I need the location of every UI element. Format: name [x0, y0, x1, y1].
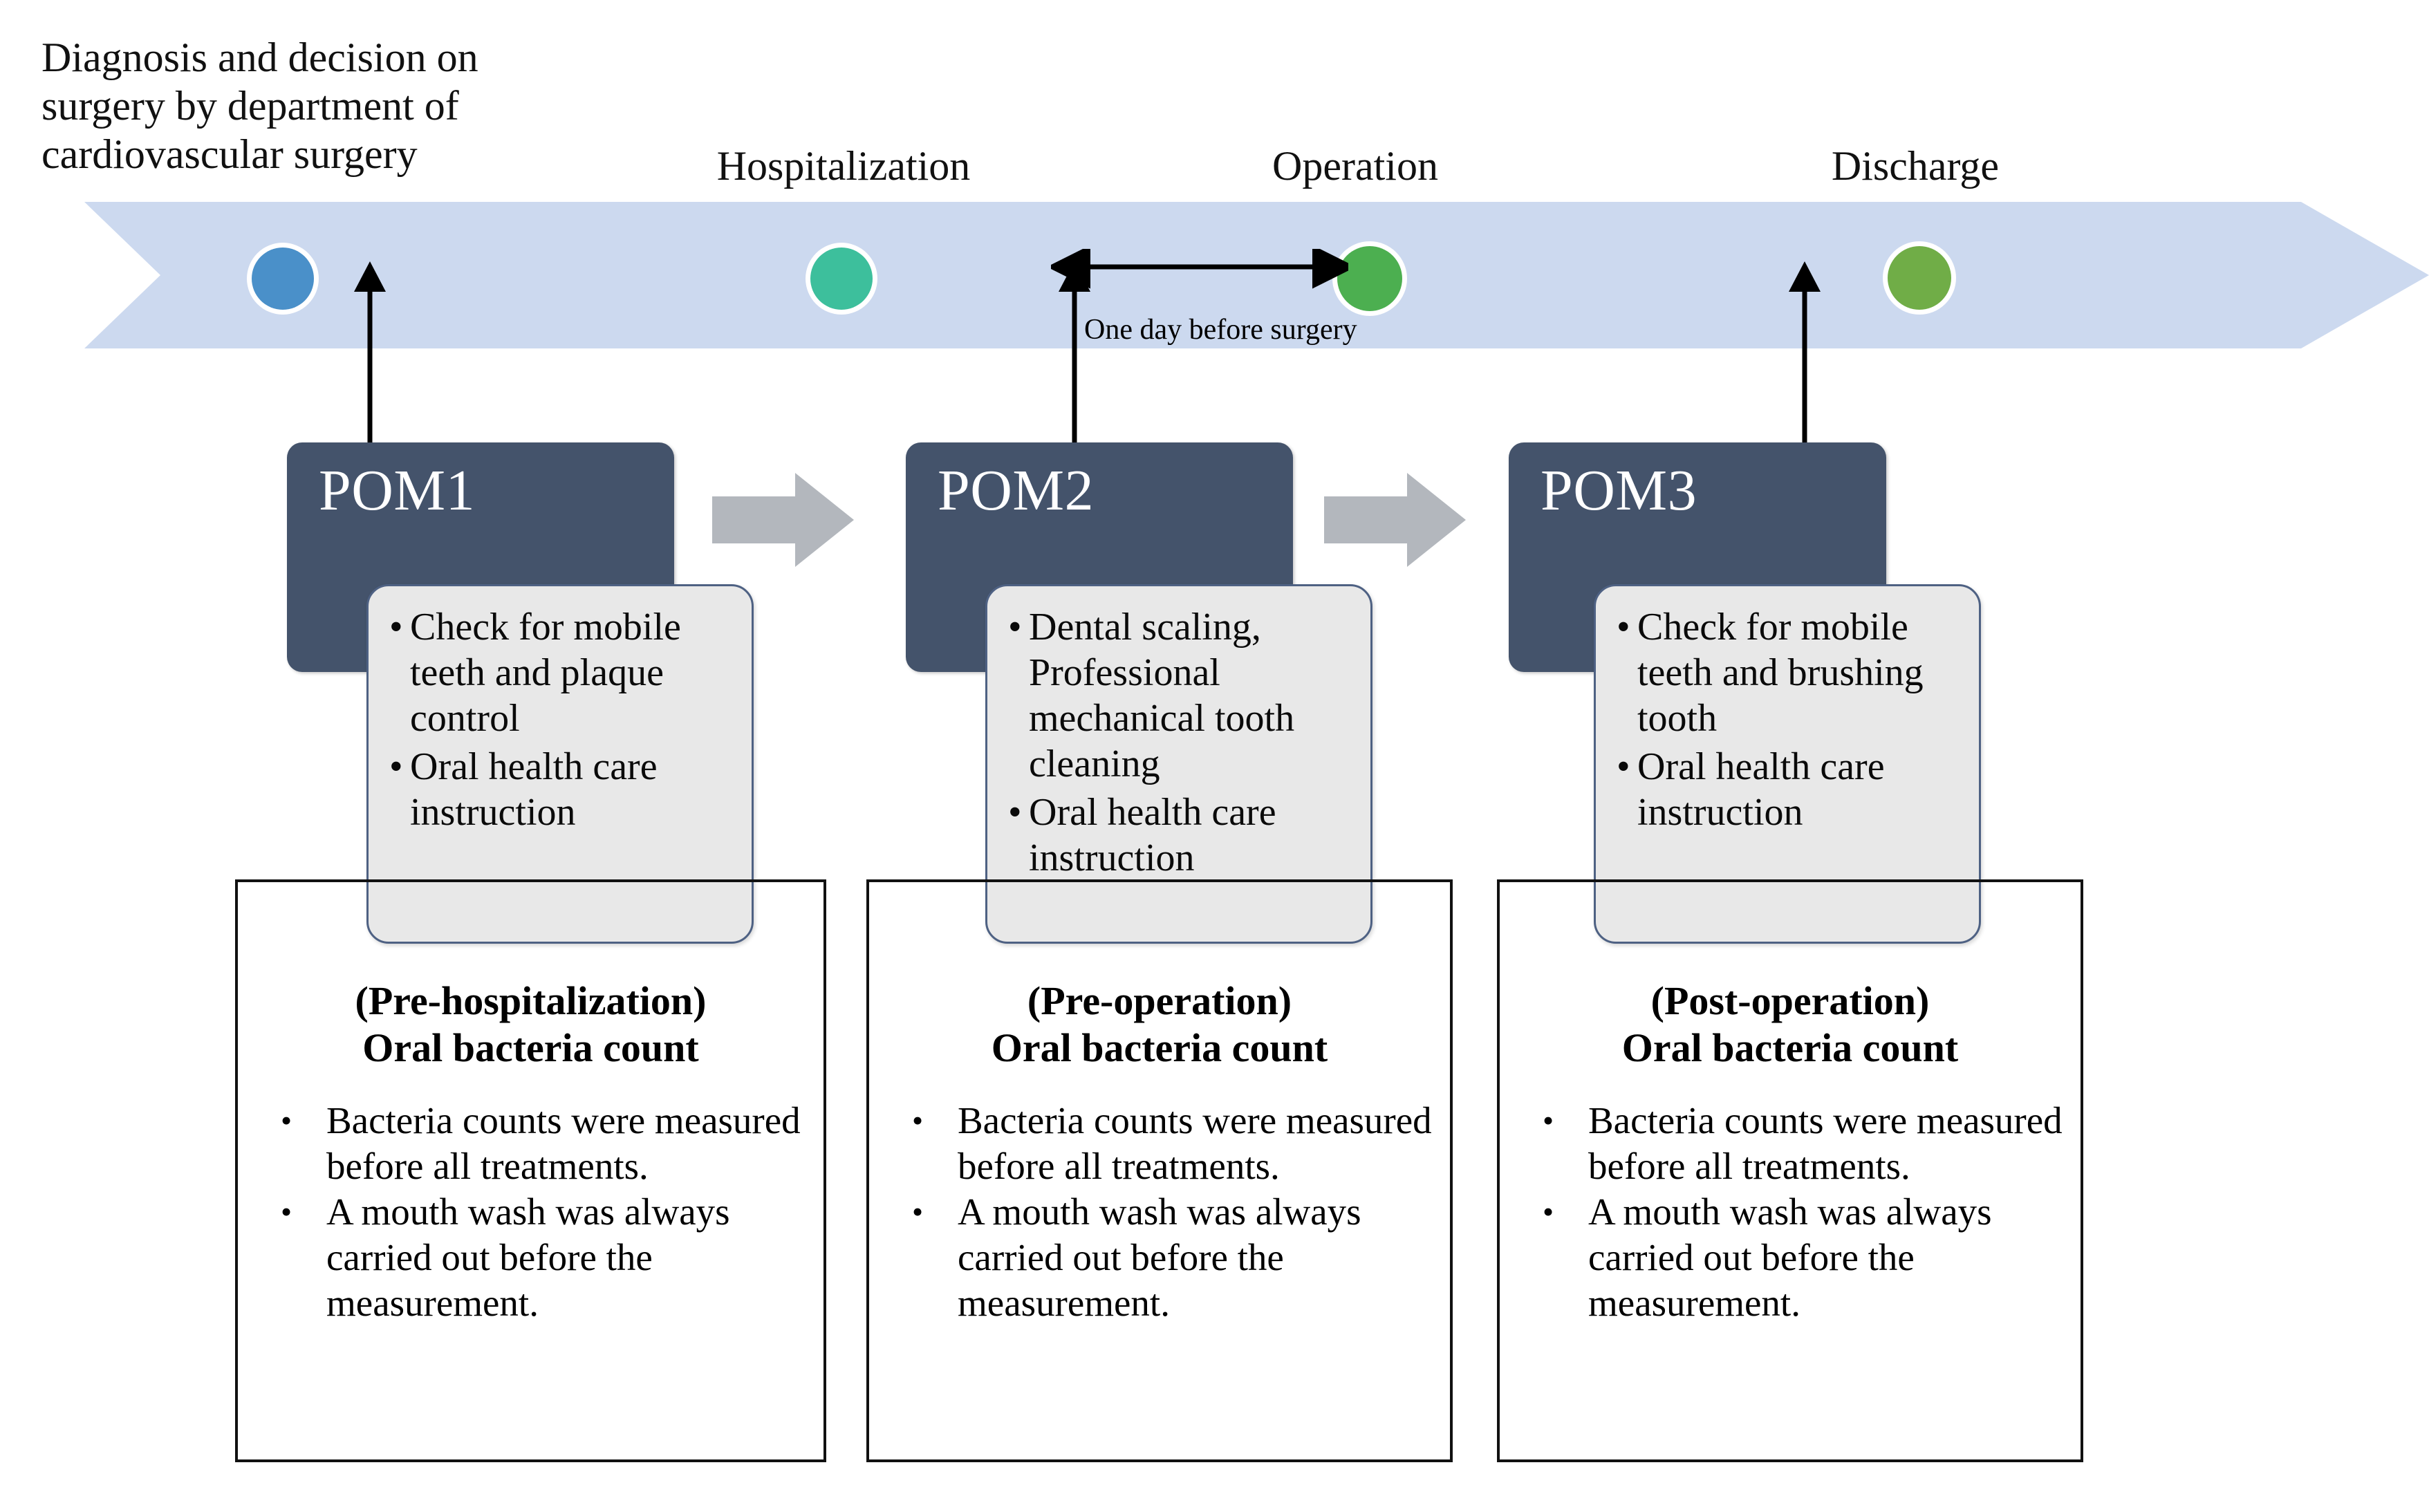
pom1-measurement-box: (Pre-hospitalization) Oral bacteria coun…	[235, 879, 826, 1462]
pom3-callout: Check for mobile teeth and brushing toot…	[1594, 584, 1981, 944]
timeline-label-operation: Operation	[1272, 143, 1438, 189]
one-day-interval-arrow	[1047, 245, 1356, 301]
pom2-measurement-title-line1: (Pre-operation)	[1027, 978, 1292, 1023]
timeline-label-diagnosis-line1: Diagnosis and decision on	[41, 35, 478, 80]
pom2-action-item: Dental scaling, Professional mechanical …	[1008, 604, 1358, 787]
pom2-measurement-note: A mouth wash was always carried out befo…	[905, 1189, 1433, 1326]
pom1-action-item: Oral health care instruction	[389, 744, 739, 835]
pom1-measurement-notes: Bacteria counts were measured before all…	[274, 1098, 807, 1326]
timeline-label-discharge: Discharge	[1831, 143, 2000, 189]
pom1-measurement-title-line1: (Pre-hospitalization)	[355, 978, 707, 1023]
pom3-measurement-note: A mouth wash was always carried out befo…	[1536, 1189, 2064, 1326]
timeline-dot-diagnosis	[252, 248, 314, 310]
pom2-callout: Dental scaling, Professional mechanical …	[985, 584, 1372, 944]
pom3-action-item: Oral health care instruction	[1617, 744, 1966, 835]
timeline-dot-discharge	[1888, 246, 1951, 310]
pom1-measurement-note: Bacteria counts were measured before all…	[274, 1098, 807, 1189]
pom3-action-item: Check for mobile teeth and brushing toot…	[1617, 604, 1966, 741]
pom2-title: POM2	[938, 458, 1095, 523]
pom3-action-list: Check for mobile teeth and brushing toot…	[1596, 586, 1979, 835]
pom2-action-item: Oral health care instruction	[1008, 790, 1358, 881]
connector-arrow-pom2	[1054, 256, 1095, 453]
timeline-label-hospitalization: Hospitalization	[716, 143, 971, 189]
pom3-measurement-notes: Bacteria counts were measured before all…	[1536, 1098, 2064, 1326]
pom1-action-list: Check for mobile teeth and plaque contro…	[369, 586, 752, 835]
timeline-label-diagnosis-line2: surgery by department of	[41, 83, 459, 129]
timeline-label-diagnosis: Diagnosis and decision on surgery by dep…	[41, 33, 567, 178]
pom1-callout: Check for mobile teeth and plaque contro…	[366, 584, 754, 944]
pom1-action-item: Check for mobile teeth and plaque contro…	[389, 604, 739, 741]
pom3-measurement-title-line2: Oral bacteria count	[1621, 1025, 1959, 1070]
pom3-measurement-box: (Post-operation) Oral bacteria count Bac…	[1497, 879, 2083, 1462]
timeline-label-diagnosis-line3: cardiovascular surgery	[41, 131, 418, 177]
timeline-dot-hospitalization	[810, 248, 873, 310]
pom2-action-list: Dental scaling, Professional mechanical …	[987, 586, 1370, 881]
pom1-title: POM1	[319, 458, 476, 523]
one-day-before-surgery-label: One day before surgery	[1084, 314, 1357, 346]
transition-arrow-pom2-pom3	[1324, 470, 1466, 574]
pom2-measurement-title-line2: Oral bacteria count	[991, 1025, 1328, 1070]
transition-arrow-pom1-pom2	[712, 470, 854, 574]
connector-arrow-pom1	[349, 256, 391, 453]
pom3-measurement-title-line1: (Post-operation)	[1650, 978, 1930, 1023]
pom1-measurement-note: A mouth wash was always carried out befo…	[274, 1189, 807, 1326]
pom3-measurement-note: Bacteria counts were measured before all…	[1536, 1098, 2064, 1189]
pom3-title: POM3	[1541, 458, 1697, 523]
connector-arrow-pom3	[1784, 256, 1825, 453]
pom2-measurement-box: (Pre-operation) Oral bacteria count Bact…	[866, 879, 1453, 1462]
pom2-measurement-notes: Bacteria counts were measured before all…	[905, 1098, 1433, 1326]
pom1-measurement-title-line2: Oral bacteria count	[362, 1025, 699, 1070]
pom2-measurement-note: Bacteria counts were measured before all…	[905, 1098, 1433, 1189]
